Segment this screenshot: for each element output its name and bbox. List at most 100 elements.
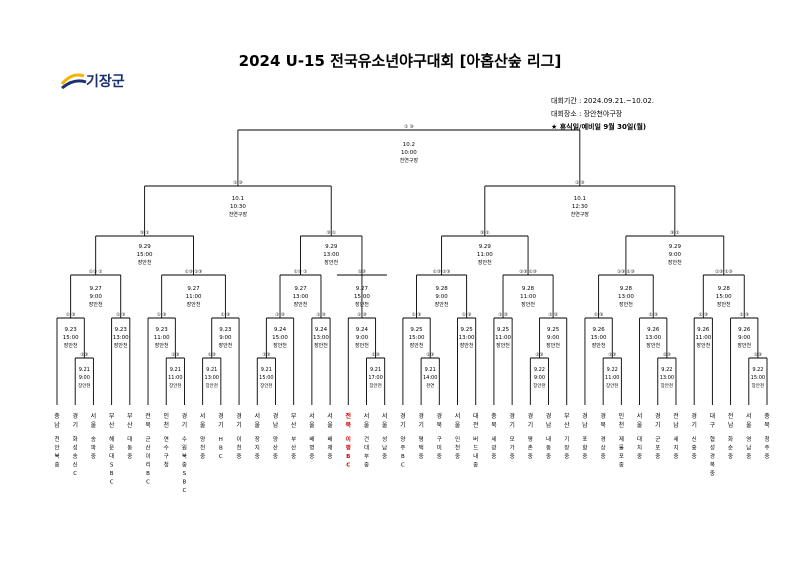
team-name: 중 [710, 470, 715, 477]
team-name: 택 [419, 445, 424, 452]
team-name: 평 [528, 436, 533, 443]
team-name: 물 [619, 445, 624, 452]
team-region: 인 [163, 413, 169, 420]
match-date: 9.27 [294, 286, 307, 292]
team-region: 충 [54, 412, 60, 420]
team-name: 청 [164, 462, 169, 469]
team-name: B [183, 480, 187, 486]
match-time: 15:00 [751, 375, 765, 381]
team-region: 울 [637, 422, 643, 429]
team-name: H [219, 437, 223, 443]
match-date: 9.28 [620, 286, 633, 292]
match-venue: 천연구장 [400, 157, 419, 164]
team-region: 울 [364, 422, 370, 429]
team-name: 구 [164, 453, 169, 460]
team-region: 전 [673, 412, 679, 420]
team-region: 남 [54, 421, 60, 429]
team-region: 산 [564, 421, 570, 429]
match-time: 15:00 [354, 294, 370, 300]
match-venue: 천연구장 [229, 211, 248, 218]
match-date: 9.27 [90, 286, 103, 292]
team-name: 중 [291, 453, 296, 460]
match-time: 11:00 [186, 294, 202, 300]
team-region: 산 [109, 421, 115, 429]
team-region: 서 [200, 412, 206, 420]
match-venue: 장안천 [355, 342, 369, 349]
team-region: 서 [254, 412, 260, 420]
match-time: 9:00 [219, 335, 232, 341]
team-region: 부 [127, 413, 133, 420]
team-region: 산 [127, 421, 133, 429]
team-name: 중 [546, 453, 551, 460]
team-region: 경 [437, 413, 443, 420]
team-region: 서 [91, 412, 97, 420]
match-venue: 장안천 [169, 382, 181, 389]
match-venue: 장안천 [64, 342, 78, 349]
match-venue: 장안천 [155, 342, 169, 349]
match-venue: 장안천 [435, 301, 449, 308]
match-time: 15:00 [63, 335, 79, 341]
match-time: 13:00 [618, 294, 634, 300]
match-venue: 장안천 [206, 382, 218, 389]
team-region: 북 [491, 422, 497, 429]
team-name: 송 [91, 435, 96, 443]
team-name: 중 [764, 453, 769, 460]
match-date: 9.24 [356, 327, 369, 333]
team-name: 구 [437, 436, 442, 443]
team-name: 경 [710, 453, 715, 460]
team-name: 중 [419, 453, 424, 460]
team-name: S [183, 471, 187, 477]
match-venue: 장안천 [314, 342, 328, 349]
team-name: 신 [73, 461, 78, 469]
match-time: 13:00 [323, 252, 339, 258]
team-name: 중 [455, 453, 460, 460]
match-venue: 장안천 [533, 382, 545, 389]
team-name: 촌 [528, 444, 533, 452]
team-name: 버 [473, 435, 478, 443]
team-name: 천 [455, 444, 460, 452]
team-name: 중 [601, 453, 606, 460]
team-name: 수 [164, 445, 169, 452]
match-venue: 장안천 [737, 342, 751, 349]
match-time: 13:00 [205, 375, 219, 381]
team-name: 미 [437, 444, 442, 452]
team-name: 남 [746, 444, 751, 452]
match-time: 14:00 [423, 375, 437, 381]
team-name: 중 [182, 462, 187, 469]
team-region: 부 [109, 413, 115, 420]
match-date: 9.25 [497, 327, 510, 333]
team-name: 명 [309, 445, 314, 452]
match-time: 11:00 [154, 335, 170, 341]
match-venue: 장안천 [717, 301, 731, 308]
team-name: 중 [692, 453, 697, 460]
team-name: C [110, 480, 114, 486]
team-name: 동 [127, 445, 132, 452]
team-region: 북 [145, 422, 151, 429]
team-region: 서 [746, 412, 752, 420]
match-time: 15:00 [591, 335, 607, 341]
match-venue: 장안천 [369, 382, 381, 389]
team-name: 수 [182, 436, 187, 443]
match-date: 9.24 [274, 327, 287, 333]
match-date: 9.21 [370, 367, 381, 373]
team-name: 장 [564, 445, 569, 452]
team-region: 산 [291, 421, 297, 429]
team-name: 장 [255, 436, 260, 443]
team-region: 울 [327, 422, 333, 429]
match-date: 9.23 [156, 327, 169, 333]
match-date: 10.2 [403, 142, 415, 148]
team-region: 기 [691, 421, 697, 429]
team-name: 동 [546, 445, 551, 452]
team-name: 천 [54, 435, 59, 443]
team-name: 협 [710, 435, 715, 443]
team-region: 경 [509, 413, 515, 420]
team-region: 울 [382, 422, 388, 429]
match-venue: 천연구장 [571, 211, 590, 218]
team-name: 포 [655, 445, 660, 452]
team-region: 기 [509, 421, 515, 429]
tournament-info: 대회기간 : 2024.09.21.~10.02. 대회장소 : 장안천야구장 … [551, 95, 654, 134]
team-name: 중 [91, 453, 96, 460]
team-name: 가 [510, 444, 515, 452]
team-region: 전 [728, 412, 734, 420]
team-name: 중 [200, 453, 205, 460]
